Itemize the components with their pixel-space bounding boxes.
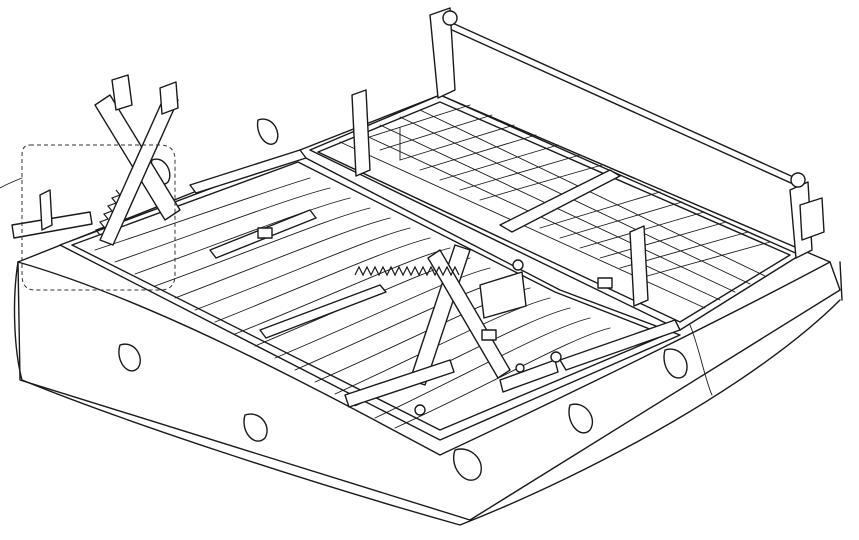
springs: [95, 189, 460, 277]
handle-strap-icon: [452, 448, 482, 481]
headboard-rod-assembly: [351, 7, 825, 307]
detail-callout-icon: [0, 144, 176, 291]
handle-strap-icon: [243, 413, 268, 442]
spring-icon: [95, 189, 121, 236]
spring-icon: [354, 265, 460, 277]
handle-strap-icon: [118, 343, 141, 372]
handle-strap-icon: [663, 348, 688, 379]
hardware-brackets: [257, 227, 613, 416]
lifting-arms: [11, 74, 562, 408]
handle-strap-icon: [256, 118, 279, 145]
rear-grid-panel: [309, 94, 801, 331]
handle-strap-icon: [568, 403, 594, 434]
